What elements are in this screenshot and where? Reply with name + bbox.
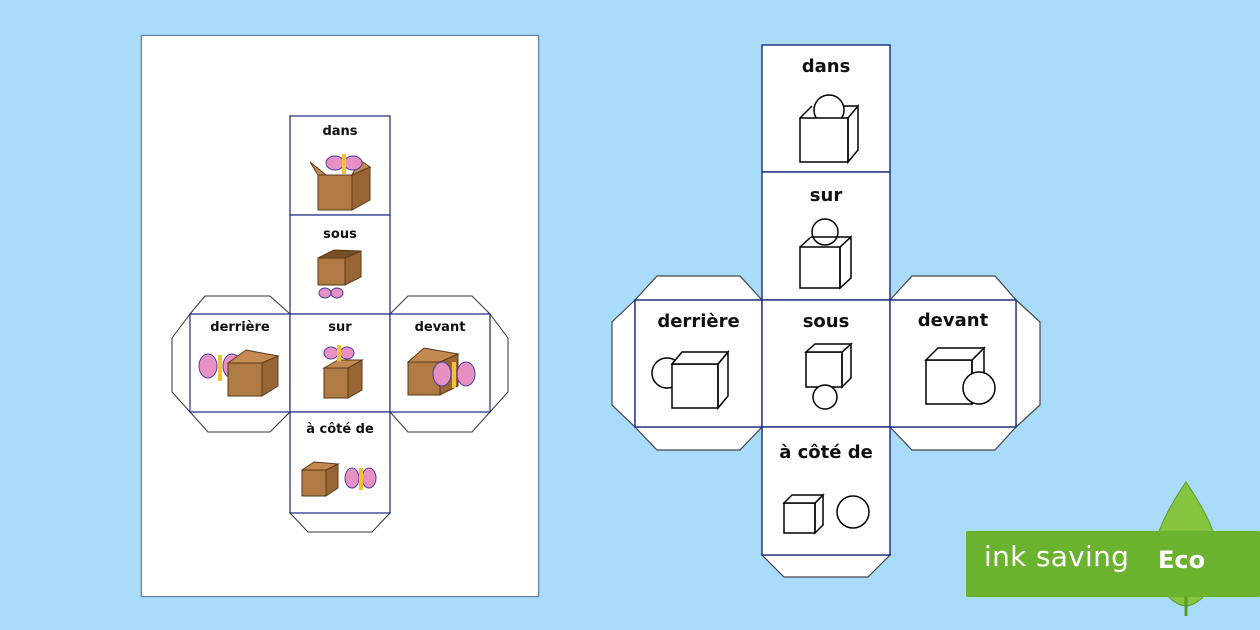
- cube-sphere-icon: [924, 346, 996, 406]
- butterfly-icon: [325, 154, 363, 174]
- box-icon: [309, 159, 372, 211]
- butterfly-icon: [344, 467, 377, 490]
- glue-tab: [489, 312, 509, 414]
- glue-tab: [188, 411, 292, 433]
- glue-tab: [611, 298, 636, 429]
- eco-label: Eco: [1158, 546, 1206, 574]
- glue-tab: [171, 312, 191, 414]
- right-cube-net: [611, 44, 1041, 578]
- cube-sphere-icon: [799, 218, 852, 290]
- cube-sphere-icon: [804, 342, 853, 410]
- box-icon: [322, 359, 364, 399]
- glue-tab: [760, 554, 892, 578]
- box-icon: [300, 461, 340, 497]
- face-label-dans: dans: [322, 124, 358, 139]
- face-label-derriere: derrière: [210, 320, 270, 335]
- face-label-sur: sur: [809, 185, 843, 206]
- cube-sphere-icon: [651, 349, 730, 411]
- box-icon: [317, 249, 362, 286]
- face-label-a-cote-de: à côté de: [306, 422, 374, 437]
- face-label-devant: devant: [414, 320, 466, 335]
- glue-tab: [388, 295, 492, 315]
- face-label-sur: sur: [328, 320, 352, 335]
- face-label-dans: dans: [801, 56, 851, 77]
- face-label-a-cote-de: à côté de: [779, 442, 873, 463]
- glue-tab: [1015, 298, 1041, 429]
- ink-saving-label: ink saving: [984, 540, 1130, 573]
- face-label-sous: sous: [802, 311, 850, 332]
- glue-tab: [888, 426, 1018, 451]
- face-label-derriere: derrière: [657, 311, 740, 332]
- glue-tab: [888, 275, 1018, 301]
- glue-tab: [633, 426, 764, 451]
- glue-tab: [388, 411, 492, 433]
- cube-sphere-icon: [799, 94, 859, 165]
- butterfly-icon: [323, 345, 355, 361]
- box-icon: [226, 349, 280, 397]
- glue-tab: [288, 512, 392, 533]
- glue-tab: [188, 295, 292, 315]
- cube-sphere-icon: [782, 493, 870, 535]
- face-label-sous: sous: [323, 227, 357, 242]
- butterfly-icon: [318, 287, 344, 299]
- eco-badge: [966, 531, 1260, 597]
- glue-tab: [633, 275, 764, 301]
- face-label-devant: devant: [917, 310, 989, 331]
- butterfly-icon: [432, 361, 476, 388]
